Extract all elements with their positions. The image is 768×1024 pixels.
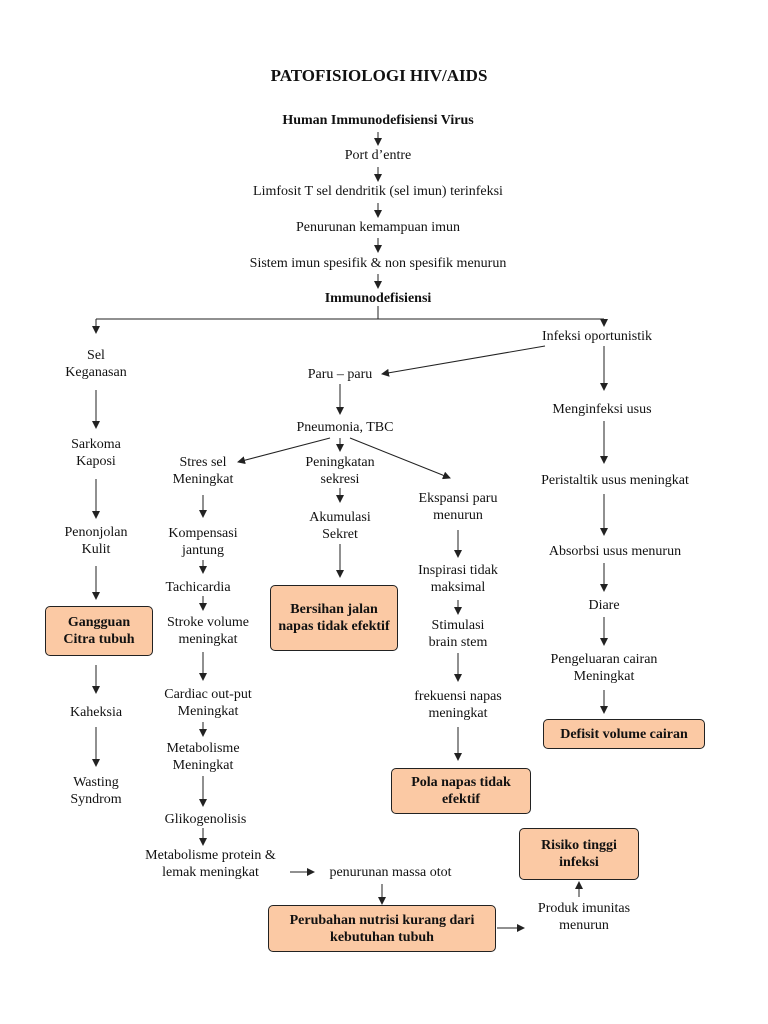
node-infeksi-oportunistik: Infeksi oportunistik [541,329,653,344]
arrow-infeksi-paru [381,345,546,377]
node-human-immunodefisiensi-virus: Human Immunodefisiensi Virus [282,113,474,128]
node-glikogenolisis: Glikogenolisis [164,812,247,827]
node-limfosit: Limfosit T sel dendritik (sel imun) teri… [253,184,503,199]
arrow-pneumonia-ekspansi [349,437,451,480]
page-title: PATOFISIOLOGI HIV/AIDS [270,66,488,85]
arrow-pneumonia-stres [237,437,331,465]
node-menginfeksi-usus: Menginfeksi usus [552,402,652,417]
node-metabolisme-protein: Metabolisme protein &lemak meningkat [145,848,276,880]
diagnosis-defisit-volume-cairan: Defisit volume cairan [543,719,705,749]
node-port-dentre: Port d’entre [344,148,412,163]
node-absorbsi: Absorbsi usus menurun [548,544,682,559]
node-diare: Diare [588,598,620,613]
node-penurunan-massa-otot: penurunan massa otot [329,865,452,880]
node-kaheksia: Kaheksia [69,705,123,720]
node-immunodefisiensi: Immunodefisiensi [324,291,432,306]
node-peristaltik: Peristaltik usus meningkat [541,473,689,488]
node-tachicardia: Tachicardia [165,580,231,595]
node-penurunan-imun: Penurunan kemampuan imun [295,220,461,235]
node-paru-paru: Paru – paru [307,367,373,382]
node-pneumonia-tbc: Pneumonia, TBC [296,420,394,435]
node-sistem-imun: Sistem imun spesifik & non spesifik menu… [249,256,507,271]
